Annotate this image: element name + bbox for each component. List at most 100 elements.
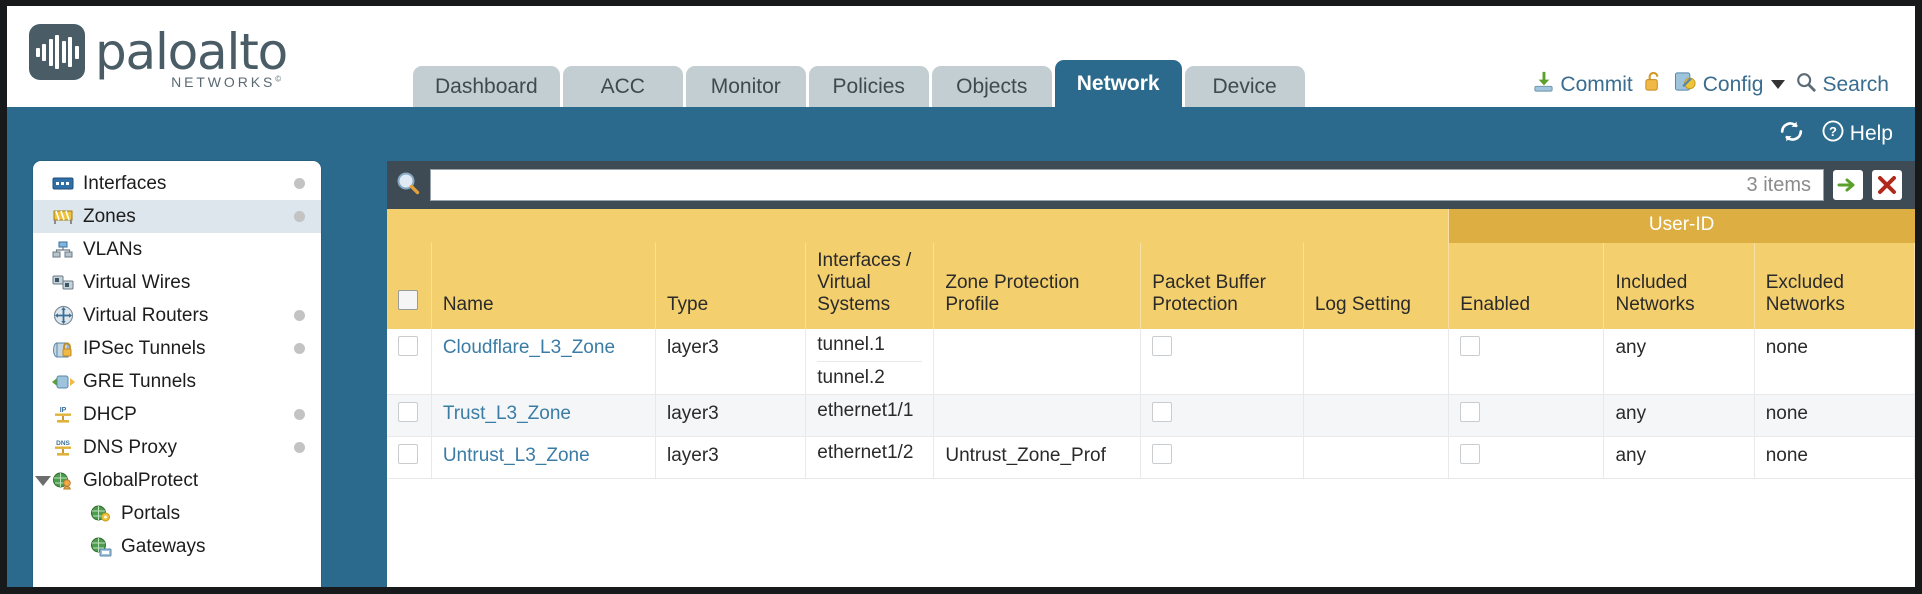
- col-header-enabled[interactable]: Enabled: [1448, 243, 1605, 329]
- table-row[interactable]: Trust_L3_Zone layer3 ethernet1/1 any non…: [387, 394, 1915, 437]
- col-header-name[interactable]: Name: [431, 243, 657, 329]
- sidebar-item-globalprotect[interactable]: GlobalProtect: [33, 464, 321, 497]
- cell-packet-buffer[interactable]: [1140, 329, 1304, 395]
- search-icon[interactable]: [395, 170, 421, 201]
- packet-buffer-checkbox[interactable]: [1152, 402, 1173, 422]
- sidebar-item-label: Portals: [121, 502, 181, 524]
- sidebar-item-gateways[interactable]: Gateways: [33, 530, 321, 563]
- cell-name[interactable]: Untrust_L3_Zone: [431, 436, 657, 479]
- cell-included-networks: any: [1603, 394, 1755, 437]
- row-select-checkbox[interactable]: [398, 402, 418, 422]
- cell-log-setting: [1303, 436, 1450, 479]
- row-select-checkbox[interactable]: [398, 336, 418, 356]
- tree-expand-caret-icon[interactable]: [35, 475, 51, 486]
- sidebar-item-label: GlobalProtect: [83, 469, 199, 491]
- cell-type: layer3: [655, 436, 807, 479]
- clear-filter-button[interactable]: [1872, 170, 1902, 200]
- row-select-cell[interactable]: [387, 436, 432, 479]
- apply-filter-button[interactable]: [1833, 170, 1863, 200]
- sidebar-item-zones[interactable]: Zones: [33, 200, 321, 233]
- commit-button[interactable]: Commit: [1532, 70, 1633, 99]
- zone-name-link[interactable]: Cloudflare_L3_Zone: [442, 337, 616, 358]
- item-count-label: 3 items: [1746, 173, 1811, 196]
- paloalto-logo-mark: [29, 24, 85, 80]
- unlock-button[interactable]: [1643, 70, 1664, 99]
- chevron-down-icon[interactable]: [1771, 80, 1786, 89]
- search-button[interactable]: Search: [1795, 71, 1889, 99]
- sidebar-item-label: Interfaces: [83, 172, 167, 194]
- sidebar-item-label: DHCP: [83, 403, 137, 425]
- cell-zone-protection: [933, 394, 1142, 437]
- cell-interfaces: ethernet1/2: [805, 436, 935, 479]
- tab-network[interactable]: Network: [1054, 60, 1182, 107]
- brand-registered: ©: [275, 74, 284, 84]
- table-row[interactable]: Cloudflare_L3_Zone layer3 tunnel.1 tunne…: [387, 329, 1915, 395]
- cell-name[interactable]: Cloudflare_L3_Zone: [431, 329, 657, 395]
- packet-buffer-checkbox[interactable]: [1152, 444, 1173, 464]
- zones-main-panel: 3 items: [387, 161, 1915, 587]
- paloalto-logo[interactable]: paloalto NETWORKS©: [29, 24, 288, 90]
- cell-userid-enabled[interactable]: [1448, 436, 1605, 479]
- cell-userid-enabled[interactable]: [1448, 394, 1605, 437]
- sidebar-item-label: DNS Proxy: [83, 436, 177, 458]
- network-sidebar: Interfaces Zones VLANs Vir: [33, 161, 321, 587]
- row-select-cell[interactable]: [387, 329, 432, 395]
- group-header-userid: User-ID: [1448, 209, 1915, 243]
- col-header-interfaces[interactable]: Interfaces / Virtual Systems: [805, 243, 935, 329]
- cell-excluded-networks: none: [1754, 394, 1915, 437]
- col-header-excluded[interactable]: Excluded Networks: [1754, 243, 1915, 329]
- sidebar-item-vlans[interactable]: VLANs: [33, 233, 321, 266]
- sidebar-item-gre-tunnels[interactable]: GRE Tunnels: [33, 365, 321, 398]
- sidebar-item-ipsec-tunnels[interactable]: IPSec Tunnels: [33, 332, 321, 365]
- col-header-included[interactable]: Included Networks: [1603, 243, 1755, 329]
- col-header-type[interactable]: Type: [655, 243, 807, 329]
- select-all-checkbox[interactable]: [398, 290, 418, 310]
- sidebar-item-label: IPSec Tunnels: [83, 337, 206, 359]
- sidebar-item-virtual-routers[interactable]: Virtual Routers: [33, 299, 321, 332]
- config-menu[interactable]: Config: [1674, 70, 1786, 99]
- sidebar-item-portals[interactable]: Portals: [33, 497, 321, 530]
- status-dot: [294, 178, 305, 189]
- zone-name-link[interactable]: Trust_L3_Zone: [442, 403, 571, 424]
- search-label: Search: [1822, 72, 1889, 96]
- svg-text:?: ?: [1829, 124, 1837, 139]
- logo-bars-icon: [35, 35, 79, 69]
- col-header-zone-protection[interactable]: Zone Protection Profile: [933, 243, 1142, 329]
- cell-name[interactable]: Trust_L3_Zone: [431, 394, 657, 437]
- tab-device[interactable]: Device: [1184, 66, 1305, 107]
- tab-monitor[interactable]: Monitor: [685, 66, 806, 107]
- cell-log-setting: [1303, 329, 1450, 395]
- filter-bar: 3 items: [387, 161, 1915, 209]
- top-actions: Commit Config: [1532, 70, 1889, 99]
- cell-type: layer3: [655, 329, 807, 395]
- sidebar-item-interfaces[interactable]: Interfaces: [33, 167, 321, 200]
- commit-label: Commit: [1560, 72, 1633, 96]
- packet-buffer-checkbox[interactable]: [1152, 336, 1173, 356]
- zone-name-link[interactable]: Untrust_L3_Zone: [442, 445, 590, 466]
- sidebar-item-dhcp[interactable]: IP DHCP: [33, 398, 321, 431]
- userid-enabled-checkbox[interactable]: [1460, 444, 1481, 464]
- tab-acc[interactable]: ACC: [562, 66, 683, 107]
- main-nav-tabs: Dashboard ACC Monitor Policies Objects N…: [413, 60, 1305, 107]
- refresh-icon[interactable]: [1778, 119, 1805, 149]
- filter-input[interactable]: 3 items: [430, 169, 1824, 201]
- help-button[interactable]: ? Help: [1821, 119, 1893, 149]
- tab-policies[interactable]: Policies: [808, 66, 929, 107]
- ipsec-tunnels-icon: [51, 339, 75, 359]
- tab-dashboard[interactable]: Dashboard: [413, 66, 560, 107]
- col-header-log-setting[interactable]: Log Setting: [1303, 243, 1450, 329]
- row-select-cell[interactable]: [387, 394, 432, 437]
- col-header-packet-buffer[interactable]: Packet Buffer Protection: [1140, 243, 1304, 329]
- tab-objects[interactable]: Objects: [931, 66, 1052, 107]
- userid-enabled-checkbox[interactable]: [1460, 336, 1481, 356]
- cell-included-networks: any: [1603, 329, 1755, 395]
- row-select-checkbox[interactable]: [398, 444, 418, 464]
- table-row[interactable]: Untrust_L3_Zone layer3 ethernet1/2 Untru…: [387, 436, 1915, 479]
- userid-enabled-checkbox[interactable]: [1460, 402, 1481, 422]
- sidebar-item-virtual-wires[interactable]: Virtual Wires: [33, 266, 321, 299]
- cell-userid-enabled[interactable]: [1448, 329, 1605, 395]
- sidebar-item-dns-proxy[interactable]: DNS DNS Proxy: [33, 431, 321, 464]
- cell-packet-buffer[interactable]: [1140, 394, 1304, 437]
- select-all-header[interactable]: [387, 243, 432, 329]
- cell-packet-buffer[interactable]: [1140, 436, 1304, 479]
